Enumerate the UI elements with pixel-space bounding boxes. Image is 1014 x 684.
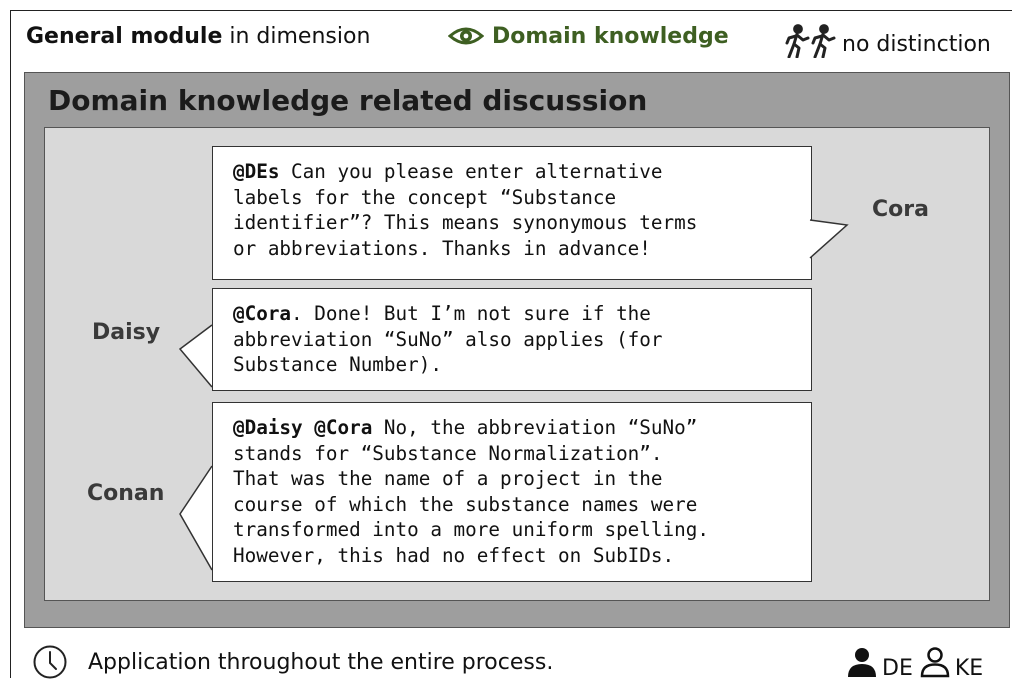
dimension-suffix: in dimension <box>222 24 371 49</box>
dimension-label: General module in dimension <box>26 24 370 49</box>
person-filled-icon <box>848 648 876 677</box>
speaker-cora: Cora <box>872 197 929 222</box>
bubble-tail-cora <box>809 219 849 259</box>
no-distinction-text: no distinction <box>842 32 991 57</box>
header: General module in dimension Domain knowl… <box>26 24 1008 59</box>
role-de-label: DE <box>882 656 913 681</box>
running-people-icon <box>785 24 836 59</box>
bubble-tail-daisy <box>178 324 213 388</box>
message-mention: @DEs <box>233 160 280 183</box>
message-mention: @Daisy @Cora <box>233 416 373 439</box>
module-name: General module <box>26 24 223 49</box>
message-text: Can you please enter alternative labels … <box>233 160 698 260</box>
message-bubble-daisy: @Cora. Done! But I’m not sure if the abb… <box>212 288 812 391</box>
no-distinction-label: no distinction <box>784 24 991 59</box>
application-text: Application throughout the entire proces… <box>88 650 554 675</box>
message-text: No, the abbreviation “SuNo” stands for “… <box>233 416 709 567</box>
message-bubble-conan: @Daisy @Cora No, the abbreviation “SuNo”… <box>212 402 812 582</box>
eye-icon <box>447 27 485 45</box>
message-mention: @Cora <box>233 302 292 325</box>
speaker-daisy: Daisy <box>92 320 161 345</box>
figure-frame <box>10 10 1012 678</box>
message-text: . Done! But I’m not sure if the abbrevia… <box>233 302 663 376</box>
section-title: Domain knowledge related discussion <box>48 84 648 117</box>
footer: Application throughout the entire proces… <box>0 640 1014 681</box>
person-outline-icon <box>920 647 950 678</box>
message-bubble-cora: @DEs Can you please enter alternative la… <box>212 146 812 280</box>
role-ke-label: KE <box>954 656 984 681</box>
domain-label-text: Domain knowledge <box>492 24 729 49</box>
domain-knowledge-label: Domain knowledge <box>447 24 729 49</box>
bubble-tail-conan <box>179 465 213 571</box>
role-legend: DE KE <box>846 646 989 684</box>
clock-icon <box>33 645 67 679</box>
speaker-conan: Conan <box>87 481 165 506</box>
